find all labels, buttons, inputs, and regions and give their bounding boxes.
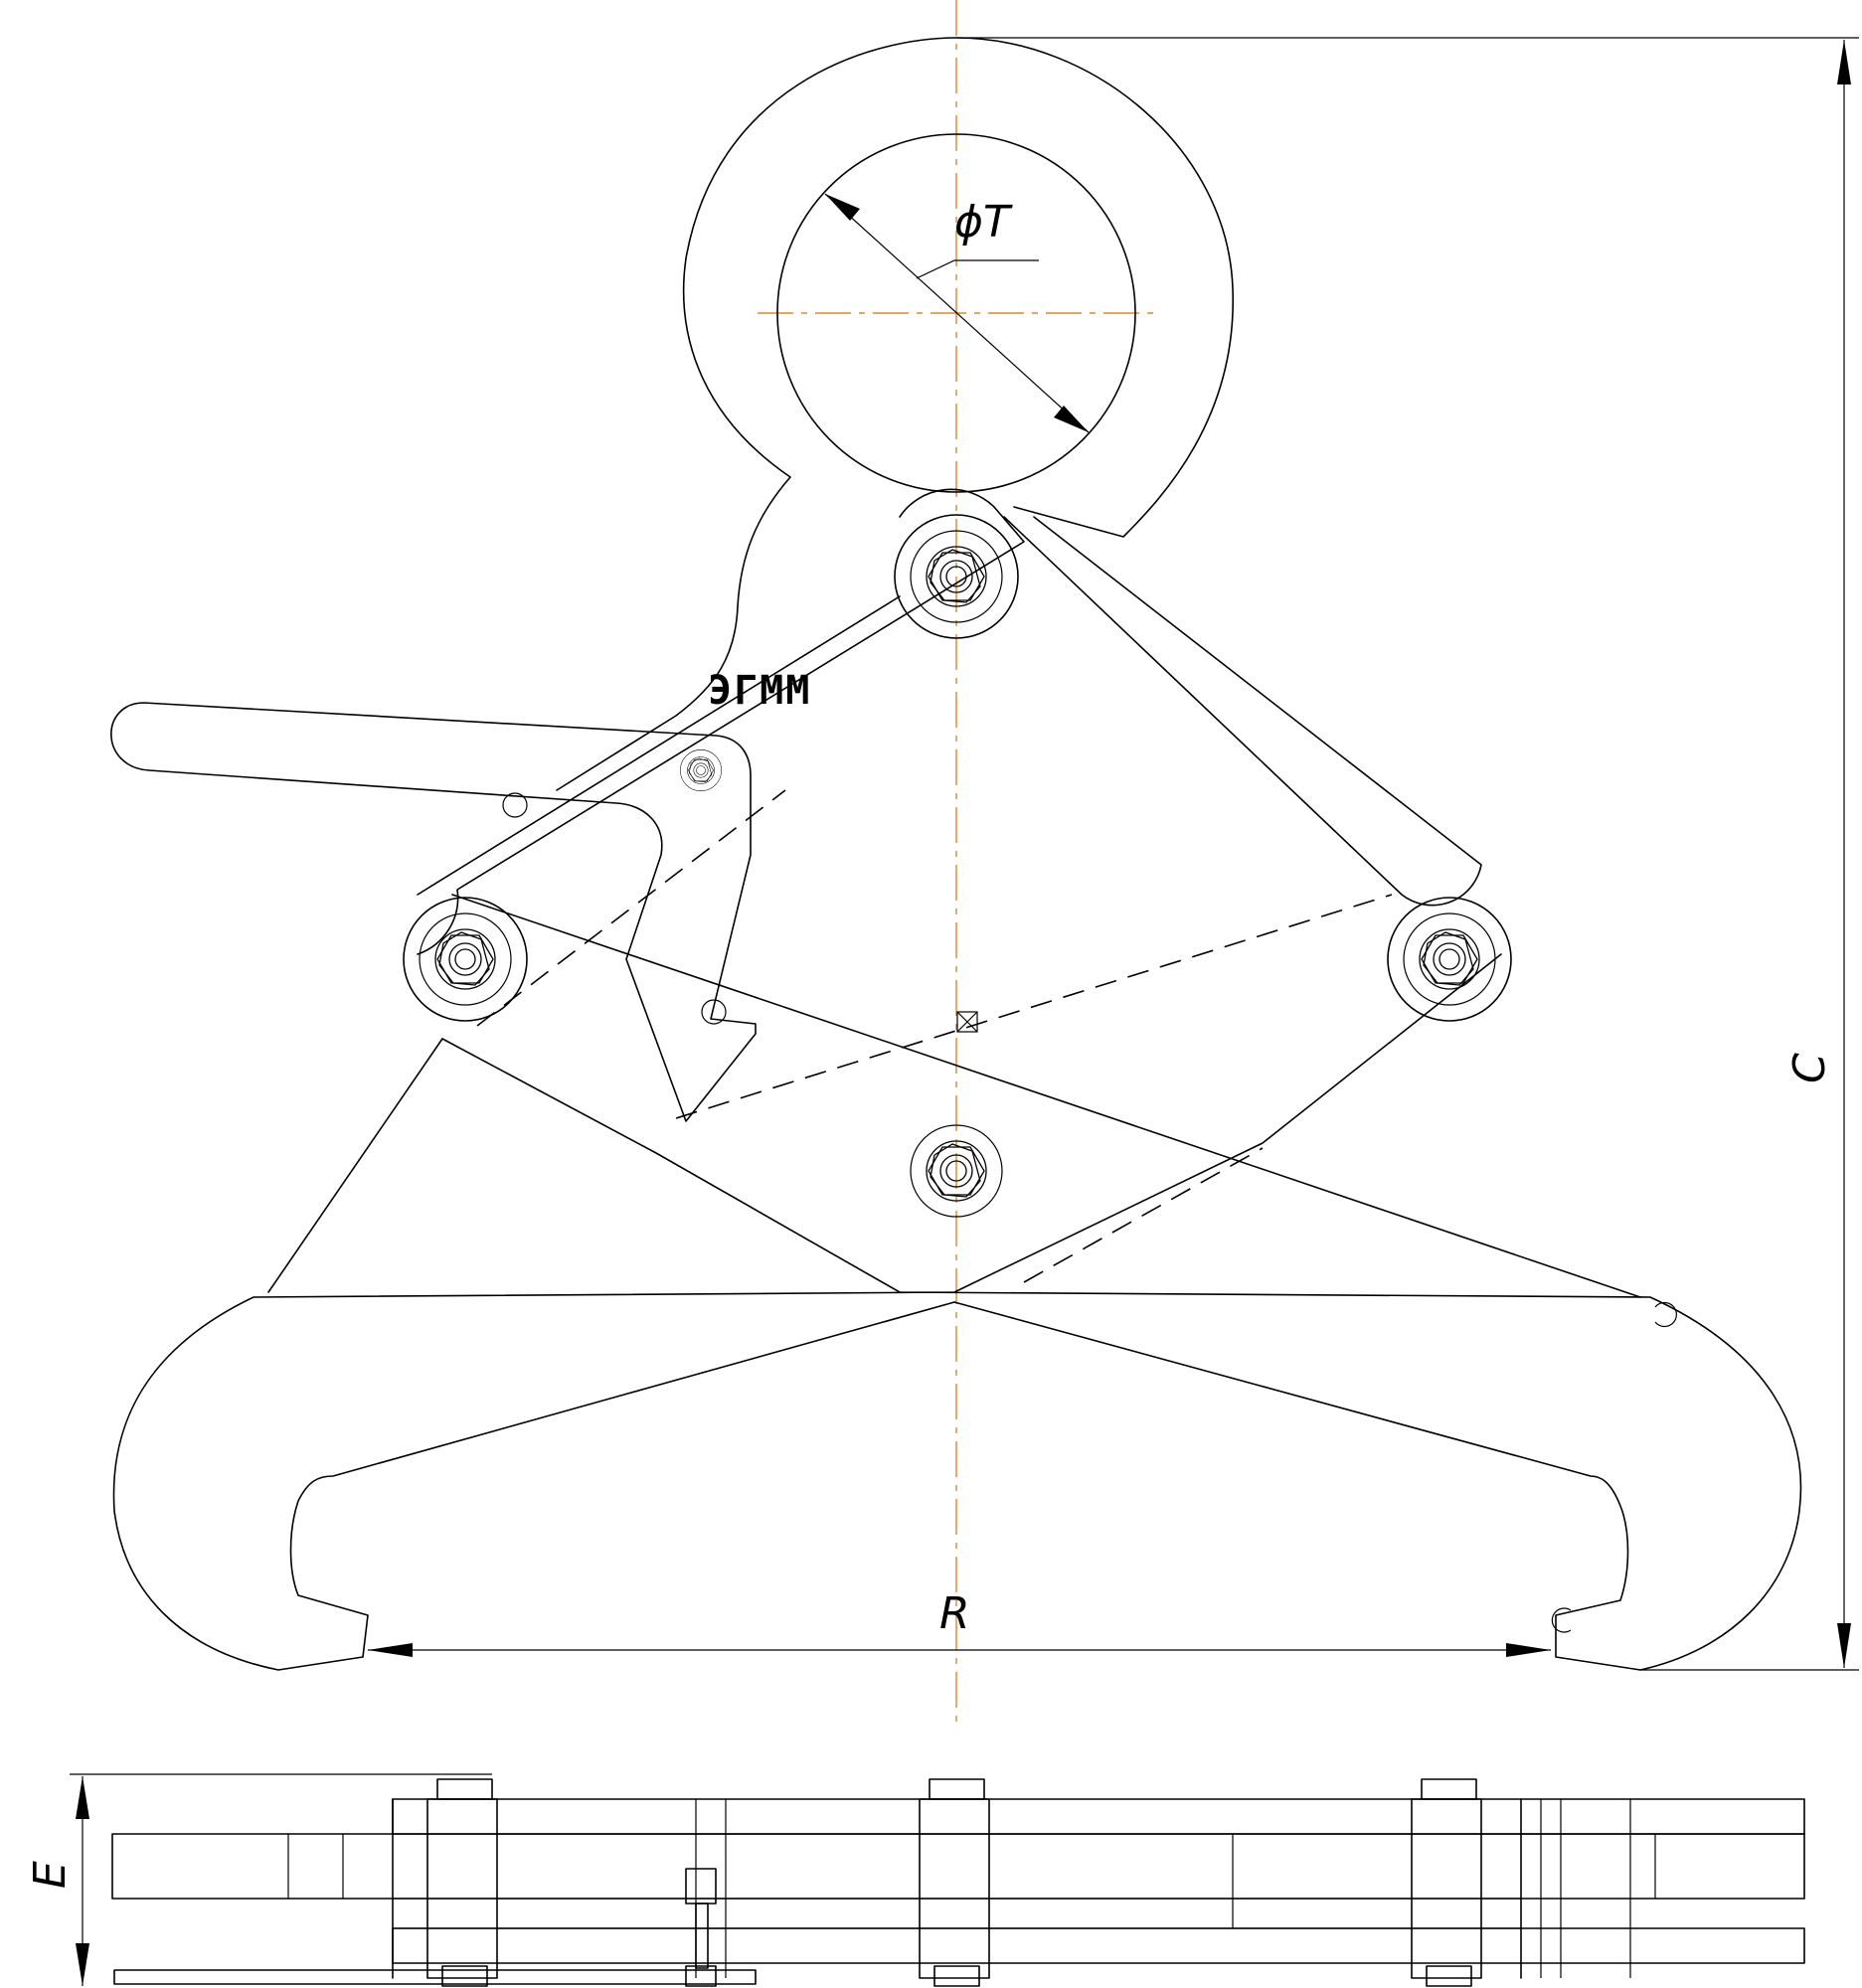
upper-left-link-edge: [417, 595, 901, 896]
cross-line-a: [451, 894, 1641, 1298]
thickness-arrow-top: [76, 1776, 89, 1819]
right-hook-hole: [1654, 1301, 1677, 1328]
span-arrow-left: [368, 1643, 413, 1657]
side-bolt-2: [685, 1868, 717, 1987]
upper-left-link: [417, 488, 1025, 955]
span-label: R: [939, 1588, 970, 1639]
right-pivot-bolt: [1387, 897, 1512, 1022]
manufacturer-logo: ЭГММ: [708, 668, 811, 714]
thickness-label: E: [25, 1861, 76, 1889]
height-label: C: [1784, 1053, 1835, 1083]
diameter-dimension-line: [824, 193, 1090, 433]
top-pivot-bolt: [894, 514, 1019, 639]
front-view: ϕT ЭГММ: [110, 0, 1859, 1725]
thickness-arrow-bottom: [76, 1943, 89, 1986]
diameter-arrow-bottom: [1054, 406, 1089, 432]
latch-handle: [110, 702, 757, 1122]
hidden-line-c: [1023, 1147, 1264, 1283]
upper-right-link: [1003, 516, 1482, 907]
hidden-line-b: [675, 894, 1393, 1119]
side-bolt-1: [426, 1778, 498, 1987]
right-jaw-arm: [441, 1038, 1802, 1671]
side-bolt-4: [1411, 1778, 1482, 1987]
lifting-eye-outline: [556, 37, 1234, 791]
top-plate: [392, 1798, 1805, 1835]
latch-pin-lower: [701, 999, 727, 1025]
span-arrow-right: [1506, 1643, 1551, 1657]
hidden-line-a: [476, 789, 786, 1027]
diameter-label: ϕT: [954, 197, 1013, 248]
lower-strip: [113, 1969, 757, 1985]
height-arrow-bottom: [1837, 1623, 1851, 1668]
center-pivot-x2: [956, 1011, 978, 1033]
side-view: E: [25, 1773, 1805, 1987]
middle-plate: [111, 1833, 1805, 1900]
bottom-plate: [392, 1927, 1805, 1964]
eye-hole: [776, 133, 1136, 493]
right-tip-hole: [1551, 1607, 1572, 1633]
latch-stop-pin: [502, 792, 528, 818]
diameter-leader: [916, 259, 1039, 279]
height-arrow-top: [1837, 40, 1851, 84]
cross-line-b: [267, 1038, 443, 1293]
left-jaw-arm: [112, 953, 1502, 1671]
diameter-arrow-top: [825, 194, 860, 221]
left-pivot-bolt: [403, 897, 528, 1022]
latch-bolt: [680, 749, 722, 791]
center-pivot-mark: [956, 1011, 978, 1033]
side-bolt-3: [919, 1778, 990, 1987]
